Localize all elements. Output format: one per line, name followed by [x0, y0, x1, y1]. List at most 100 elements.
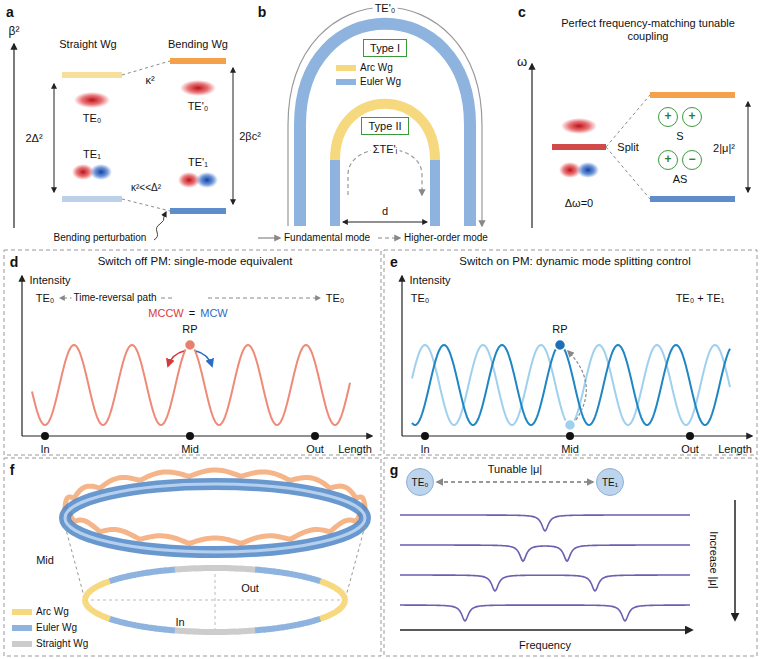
- direction-arrow: [168, 351, 184, 366]
- position-label: Mid: [36, 554, 54, 567]
- node-text: +: [664, 153, 671, 166]
- position-label: Out: [306, 443, 324, 456]
- phase-circle: +: [682, 107, 702, 127]
- euler-waveguide: [300, 24, 470, 226]
- intensity-wave: [412, 345, 730, 425]
- node-text: TE₁: [602, 477, 618, 488]
- panel-letter: a: [6, 4, 14, 20]
- node-text: Type I: [370, 42, 400, 54]
- gap-arrow: [748, 102, 749, 192]
- point-label: RP: [182, 323, 197, 336]
- position-label: Mid: [561, 443, 579, 456]
- panel-letter: f: [10, 462, 15, 478]
- mode-profile: [561, 118, 597, 134]
- dimension-label: d: [382, 205, 388, 218]
- dimension-arrow: [343, 222, 427, 223]
- phase-circle: −: [682, 150, 702, 170]
- legend-swatch: [336, 65, 356, 71]
- legend-text: Euler Wg: [36, 622, 77, 634]
- column-label: Straight Wg: [59, 38, 116, 51]
- gap-label: 2|μ|²: [713, 142, 735, 155]
- axis-label: β²: [9, 25, 20, 39]
- edge-label: Tunable |μ|: [486, 463, 544, 476]
- guide-line: [65, 526, 85, 600]
- mode-label: TE'₁: [188, 156, 208, 169]
- trend-arrow: [734, 500, 736, 620]
- panel-title: Switch on PM: dynamic mode splitting con…: [459, 255, 690, 268]
- dashed-guide: [122, 199, 170, 211]
- axis-arrow: [401, 276, 402, 436]
- panel-title: Perfect frequency-matching tunable coupl…: [548, 17, 748, 42]
- panel-letter: d: [10, 254, 19, 270]
- mode-symbol: AS: [673, 173, 688, 186]
- position-dot: [686, 432, 694, 440]
- position-dot: [41, 432, 49, 440]
- axis-label: Intensity: [410, 274, 451, 287]
- energy-level: [62, 196, 122, 202]
- node-text: +: [664, 110, 671, 123]
- node-text: +: [688, 110, 695, 123]
- dashed-guide: [606, 95, 650, 147]
- axis-label: Frequency: [519, 639, 571, 652]
- node-text: Type II: [368, 120, 401, 132]
- legend-swatch: [336, 79, 356, 85]
- mode-profile: [577, 162, 599, 178]
- phase-circle: +: [658, 107, 678, 127]
- energy-level: [650, 196, 735, 202]
- mode-label: TE₀: [411, 292, 430, 305]
- transmission-spectrum: [400, 605, 690, 621]
- panel-frame: [384, 458, 757, 656]
- mode-path-arrow: [288, 7, 482, 226]
- intensity-wave: [32, 345, 350, 425]
- axis-label: Length: [718, 443, 752, 456]
- axis-arrow: [22, 435, 372, 436]
- axis-arrow: [400, 629, 692, 631]
- dashed-guide: [606, 147, 650, 199]
- shift-arrow: [568, 351, 586, 420]
- panel-frame: [384, 250, 757, 455]
- node-text: TE₀: [412, 477, 429, 488]
- coupling-connector: [437, 481, 593, 482]
- mode-label: TE'₀: [188, 100, 209, 113]
- legend-text: Higher-order mode: [404, 232, 488, 244]
- position-dot: [421, 432, 429, 440]
- axis-arrow: [402, 435, 752, 436]
- node-text: −: [688, 153, 695, 166]
- panel-letter: g: [390, 462, 399, 478]
- mode-label: TE₀: [326, 292, 345, 305]
- coupling-label: κ²<<Δ²: [131, 182, 161, 194]
- mode-label: TE₀ + TE₁: [676, 292, 725, 305]
- legend-swatch: [12, 641, 32, 647]
- position-label: Mid: [181, 443, 199, 456]
- mode-path-arrow: [348, 149, 422, 195]
- legend-text: Arc Wg: [36, 606, 69, 618]
- ring-segment: [342, 599, 348, 601]
- position-label: Out: [681, 443, 699, 456]
- axis-label: ω: [517, 55, 527, 70]
- legend-sample: [258, 237, 280, 238]
- reference-point: [185, 340, 196, 351]
- legend-swatch: [12, 609, 32, 615]
- ring-field: [65, 484, 365, 552]
- energy-level: [62, 72, 122, 78]
- mode-label: TE₀: [83, 112, 102, 125]
- matrix-label: MCCW: [148, 307, 183, 320]
- type-box: Type II: [361, 117, 408, 135]
- legend-text: Fundamental mode: [284, 232, 370, 244]
- reference-point: [555, 340, 566, 351]
- ring-field: [65, 484, 365, 552]
- mode-profile: [90, 164, 112, 180]
- legend-sample: [378, 237, 400, 238]
- guide-line: [345, 526, 365, 600]
- position-dot: [566, 432, 574, 440]
- mode-label: ΣTE'ᵢ: [371, 143, 400, 156]
- position-dot: [186, 432, 194, 440]
- axis-label: Intensity: [30, 274, 71, 287]
- position-label: In: [420, 443, 429, 456]
- dashed-guide: [122, 61, 170, 75]
- mode-profile: [180, 80, 216, 96]
- panel-letter: b: [258, 4, 267, 20]
- coupling-label: κ²: [145, 74, 154, 87]
